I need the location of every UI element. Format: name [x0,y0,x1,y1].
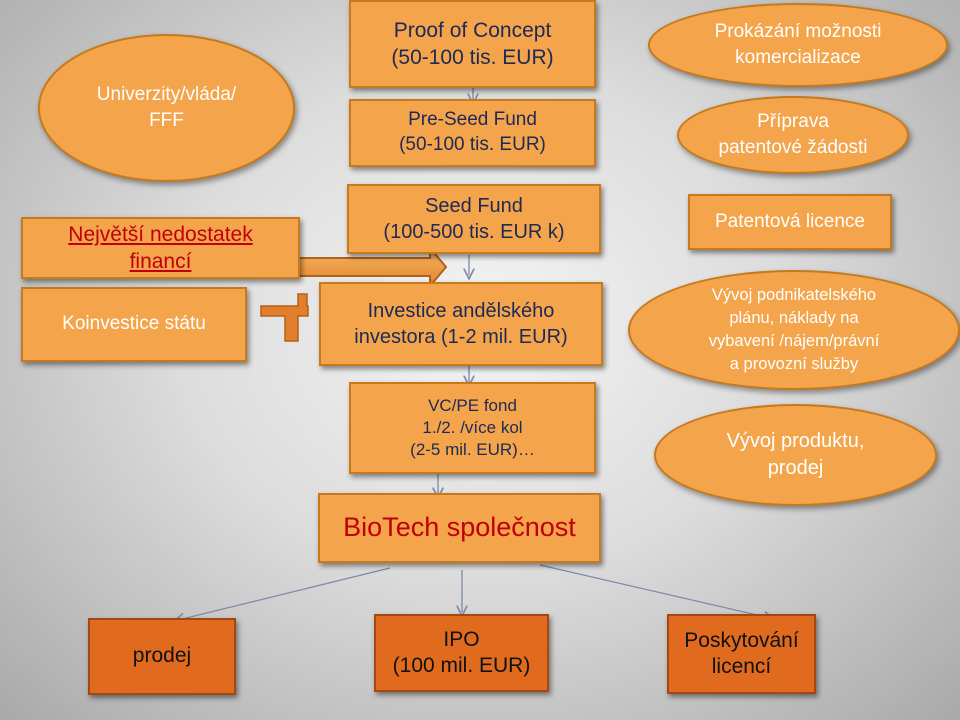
koinvestice-box: Koinvestice státu [21,287,247,362]
nedostatek-label: Největší nedostatek financí [68,222,253,273]
andelsky-box: Investice andělského investora (1-2 mil.… [319,282,603,366]
vyvoj-planu-oval: Vývoj podnikatelského plánu, náklady na … [628,270,960,390]
arrow-biotech-to-licence [539,564,770,618]
poskytovani-licenci-box: Poskytování licencí [667,614,816,694]
right-arrow-icon [297,245,448,289]
seed-fund-box: Seed Fund (100-500 tis. EUR k) [347,184,601,254]
biotech-box: BioTech společnost [318,493,601,563]
prodej-box: prodej [88,618,236,695]
priprava-oval: Příprava patentové žádosti [677,96,909,174]
nedostatek-box: Největší nedostatek financí [21,217,300,279]
univerzity-oval: Univerzity/vláda/ FFF [38,34,295,182]
patentova-licence-box: Patentová licence [688,194,892,250]
ipo-box: IPO (100 mil. EUR) [374,614,549,692]
pre-seed-box: Pre-Seed Fund (50-100 tis. EUR) [349,99,596,167]
plus-icon [260,293,309,342]
prokazani-oval: Prokázání možnosti komercializace [648,3,948,87]
proof-of-concept-box: Proof of Concept (50-100 tis. EUR) [349,0,596,88]
vyvoj-produktu-oval: Vývoj produktu, prodej [654,404,937,506]
vc-pe-box: VC/PE fond 1./2. /více kol (2-5 mil. EUR… [349,382,596,474]
arrow-biotech-to-prodej [178,567,391,620]
